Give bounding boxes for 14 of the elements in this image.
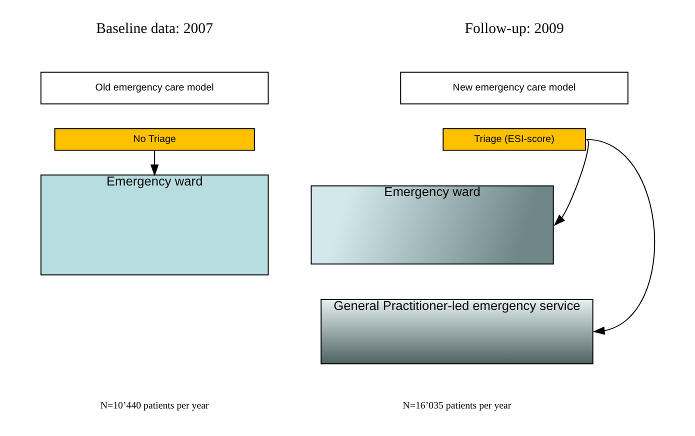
label: Follow-up: 2009 [464, 21, 564, 38]
label: Baseline data: 2007 [96, 21, 213, 38]
label: N=16’035 patients per year [402, 400, 511, 412]
node-box: Triage (ESI-score) [442, 128, 586, 151]
arrow [150, 150, 158, 176]
node-box: New emergency care model [400, 72, 628, 104]
node-box: Old emergency care model [40, 72, 268, 104]
label: N=10’440 patients per year [100, 400, 208, 412]
arrow [585, 138, 654, 335]
node-box: No Triage [54, 128, 254, 151]
arrow [553, 138, 588, 226]
node-box: Emergency ward [40, 174, 268, 276]
node-box: General Practitioner-led emergency service [320, 299, 593, 364]
node-box: Emergency ward [310, 185, 554, 264]
